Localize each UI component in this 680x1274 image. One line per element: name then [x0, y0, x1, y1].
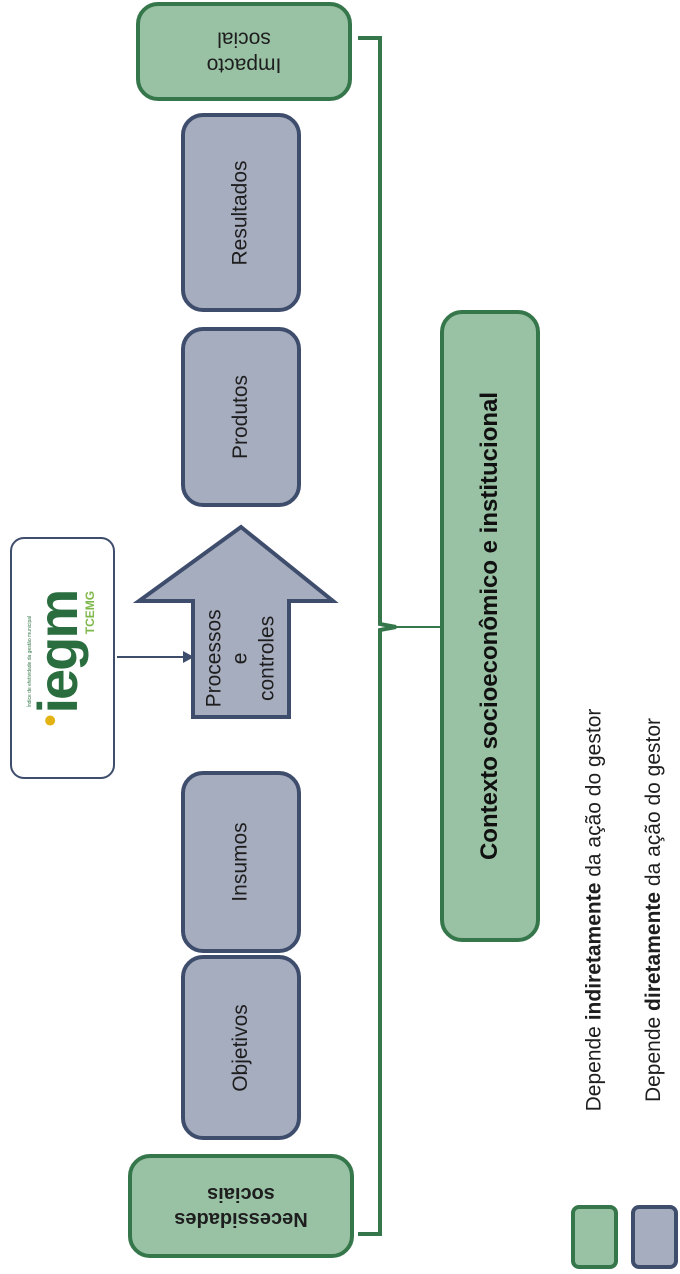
necessidades-sociais-box: Necessidades sociais	[128, 1154, 354, 1258]
necessidades-sociais-label: Necessidades sociais	[174, 1183, 308, 1230]
processos-controles-label: Processos e controles	[202, 609, 279, 708]
impacto-social-box: Impacto social	[136, 2, 352, 101]
resultados-label: Resultados	[229, 159, 252, 266]
legend-item-direct: Depende diretamente da ação do gestor	[634, 620, 674, 1200]
legend-direct-bold: diretamente	[642, 891, 665, 1011]
resultados-box: Resultados	[181, 113, 301, 312]
context-label: Contexto socioeconômico e institucional	[476, 391, 503, 861]
insumos-label: Insumos	[229, 822, 252, 902]
legend-direct-prefix: Depende	[642, 1010, 665, 1103]
produtos-label: Produtos	[229, 374, 252, 460]
logo-sub-text: TCEMG	[83, 590, 98, 634]
logo-pointer-arrowhead	[183, 651, 194, 663]
legend-item-indirect: Depende indiretamente da ação do gestor	[574, 630, 614, 1190]
context-bracket	[358, 36, 397, 1236]
iegm-logo: Índice de efetividade da gestão municipa…	[10, 537, 115, 779]
insumos-box: Insumos	[181, 771, 301, 953]
legend-direct-suffix: da ação do gestor	[642, 717, 665, 892]
logo-main-text: iegm	[26, 590, 90, 714]
objetivos-box: Objetivos	[181, 955, 301, 1140]
legend-indirect-bold: indiretamente	[582, 882, 605, 1021]
impacto-social-label: Impacto social	[206, 27, 282, 77]
logo-dot-icon	[45, 715, 56, 726]
legend: Depende indiretamente da ação do gestor …	[560, 600, 680, 1272]
objetivos-label: Objetivos	[228, 1003, 252, 1092]
legend-indirect-prefix: Depende	[582, 1020, 605, 1112]
legend-swatch-indirect	[571, 1205, 618, 1269]
produtos-box: Produtos	[181, 327, 301, 507]
processos-arrow-shape	[132, 524, 339, 719]
processos-controles-node: Processos e controles	[193, 600, 289, 717]
legend-swatch-direct	[631, 1205, 678, 1269]
legend-indirect-suffix: da ação do gestor	[582, 708, 605, 883]
context-box: Contexto socioeconômico e institucional	[440, 310, 540, 942]
